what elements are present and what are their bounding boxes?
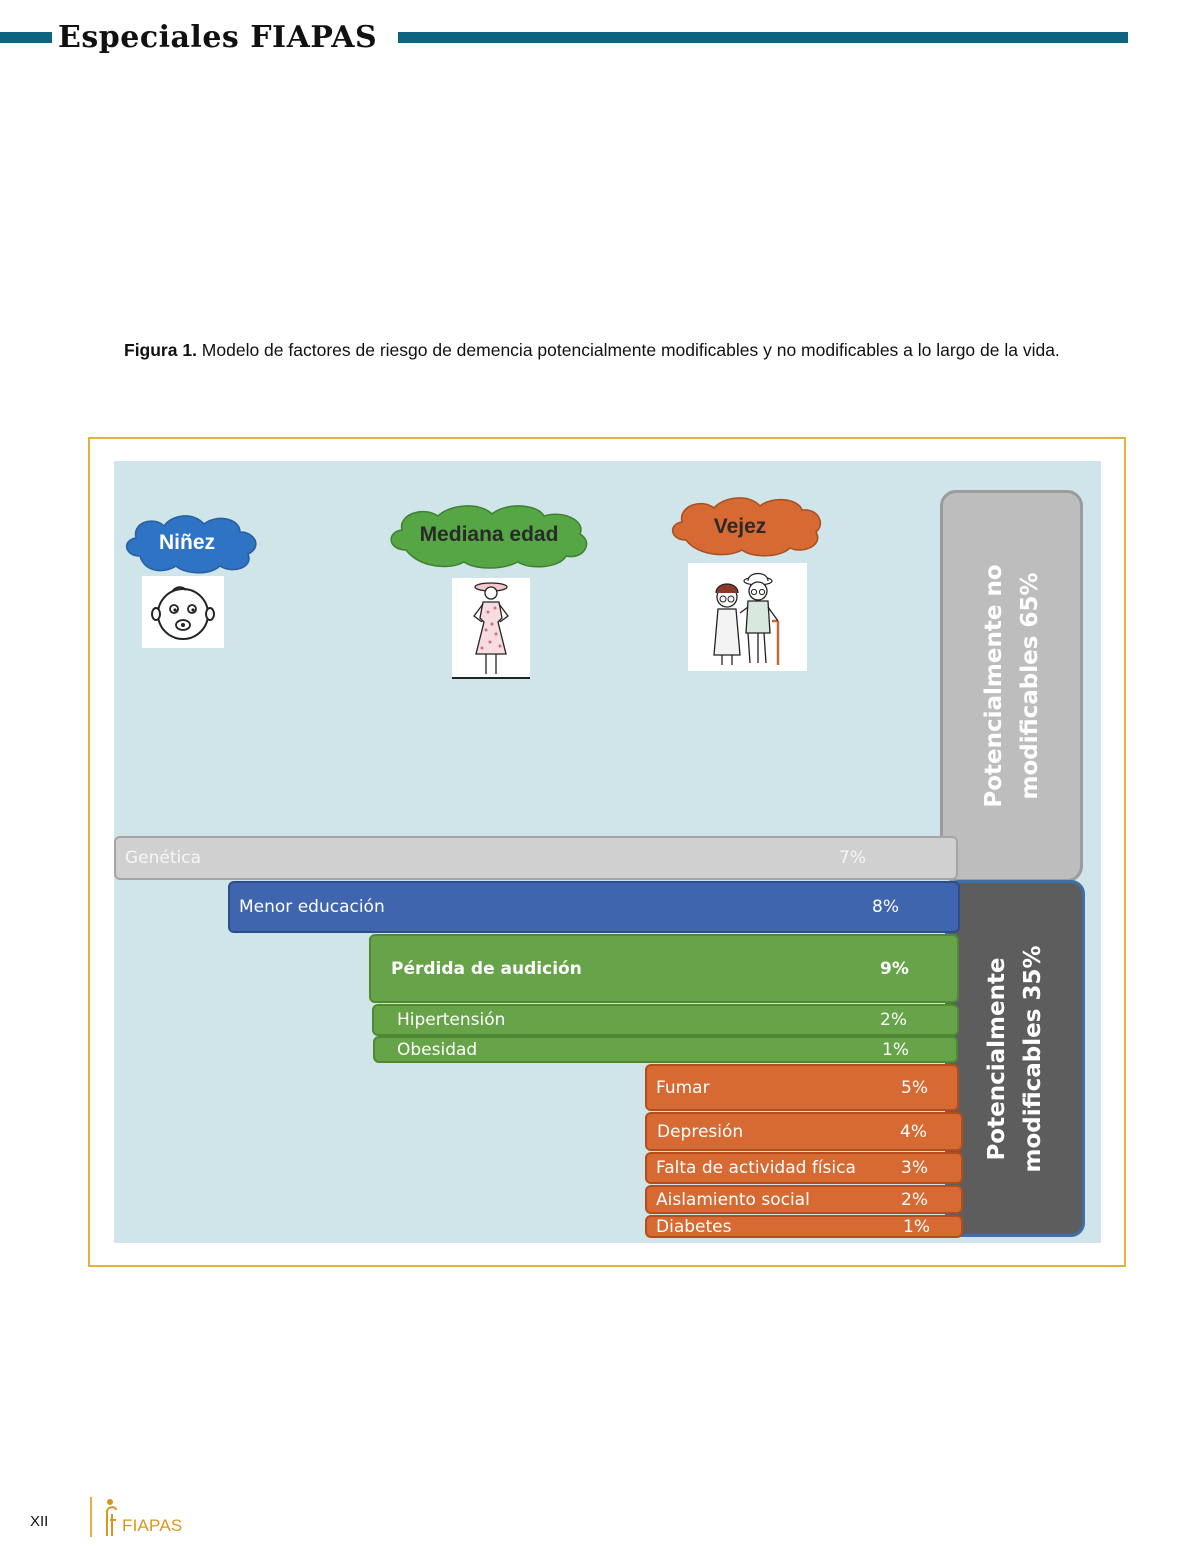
factor-label: Falta de actividad física: [656, 1158, 856, 1178]
factor-value: 1%: [882, 1039, 909, 1060]
figure-frame: [88, 437, 1126, 1267]
stage-label-vejez: Vejez: [713, 515, 767, 538]
factor-bar: Pérdida de audición 9%: [369, 934, 959, 1003]
factor-value: 5%: [901, 1077, 928, 1098]
baby-face-icon: [151, 586, 215, 640]
factor-label: Depresión: [657, 1121, 744, 1142]
factor-value: 9%: [880, 958, 909, 979]
factor-bar: Depresión 4%: [645, 1112, 963, 1151]
factor-value: 3%: [901, 1158, 928, 1178]
footer-divider: [90, 1497, 92, 1537]
factor-bar: Fumar 5%: [645, 1064, 959, 1111]
elderly-couple-illustration: [688, 563, 807, 671]
factor-label: Fumar: [656, 1077, 710, 1098]
factor-bar: Diabetes 1%: [645, 1215, 963, 1238]
factor-label: Aislamiento social: [656, 1189, 810, 1210]
modifiable-label: Potencialmente modificables 35%: [984, 945, 1046, 1173]
factor-label: Diabetes: [656, 1216, 732, 1237]
stage-label-mediana-edad: Mediana edad: [419, 523, 559, 546]
factor-bar: Falta de actividad física 3%: [645, 1152, 963, 1184]
factor-bar: Genética 7%: [114, 836, 958, 880]
factor-value: 7%: [839, 848, 866, 868]
baby-face-illustration: [142, 576, 224, 648]
non-modifiable-label: Potencialmente no modificables 65%: [980, 564, 1043, 808]
factor-bar: Obesidad 1%: [373, 1036, 958, 1063]
figure-caption-label: Figura 1.: [124, 340, 197, 360]
page-number: XII: [30, 1513, 49, 1530]
stage-label-ninez: Niñez: [158, 531, 216, 554]
section-title: Especiales FIAPAS: [58, 20, 378, 55]
elderly-couple-icon: [713, 572, 780, 665]
factor-label: Pérdida de audición: [391, 958, 582, 979]
factor-label: Hipertensión: [397, 1010, 506, 1030]
cloud-vejez: [672, 497, 822, 557]
factor-value: 4%: [900, 1121, 927, 1142]
fiapas-logo: FIAPAS: [104, 1498, 194, 1538]
factor-bar: Hipertensión 2%: [372, 1004, 959, 1036]
factor-bar: Menor educación 8%: [228, 881, 960, 933]
factor-value: 8%: [872, 897, 899, 917]
non-modifiable-box: Potencialmente no modificables 65%: [940, 490, 1083, 882]
factor-label: Obesidad: [397, 1039, 478, 1060]
cloud-ninez: [126, 515, 257, 574]
woman-figure-icon: [452, 582, 530, 679]
factor-value: 1%: [903, 1216, 930, 1237]
cloud-mediana-edad: [390, 505, 588, 569]
fiapas-logo-text: FIAPAS: [122, 1516, 183, 1535]
fiapas-logo-icon: [106, 1499, 117, 1536]
woman-illustration: [452, 578, 530, 679]
factor-label: Genética: [125, 848, 202, 868]
header-accent-bar-left: [0, 32, 52, 43]
factor-label: Menor educación: [239, 897, 385, 917]
figure-caption: Figura 1. Modelo de factores de riesgo d…: [124, 340, 1060, 361]
factor-bar: Aislamiento social 2%: [645, 1185, 963, 1214]
header-accent-bar-right: [398, 32, 1128, 43]
factor-value: 2%: [901, 1189, 928, 1210]
modifiable-box: Potencialmente modificables 35%: [945, 880, 1085, 1237]
factor-value: 2%: [880, 1010, 907, 1030]
figure-caption-text: Modelo de factores de riesgo de demencia…: [196, 340, 1060, 360]
